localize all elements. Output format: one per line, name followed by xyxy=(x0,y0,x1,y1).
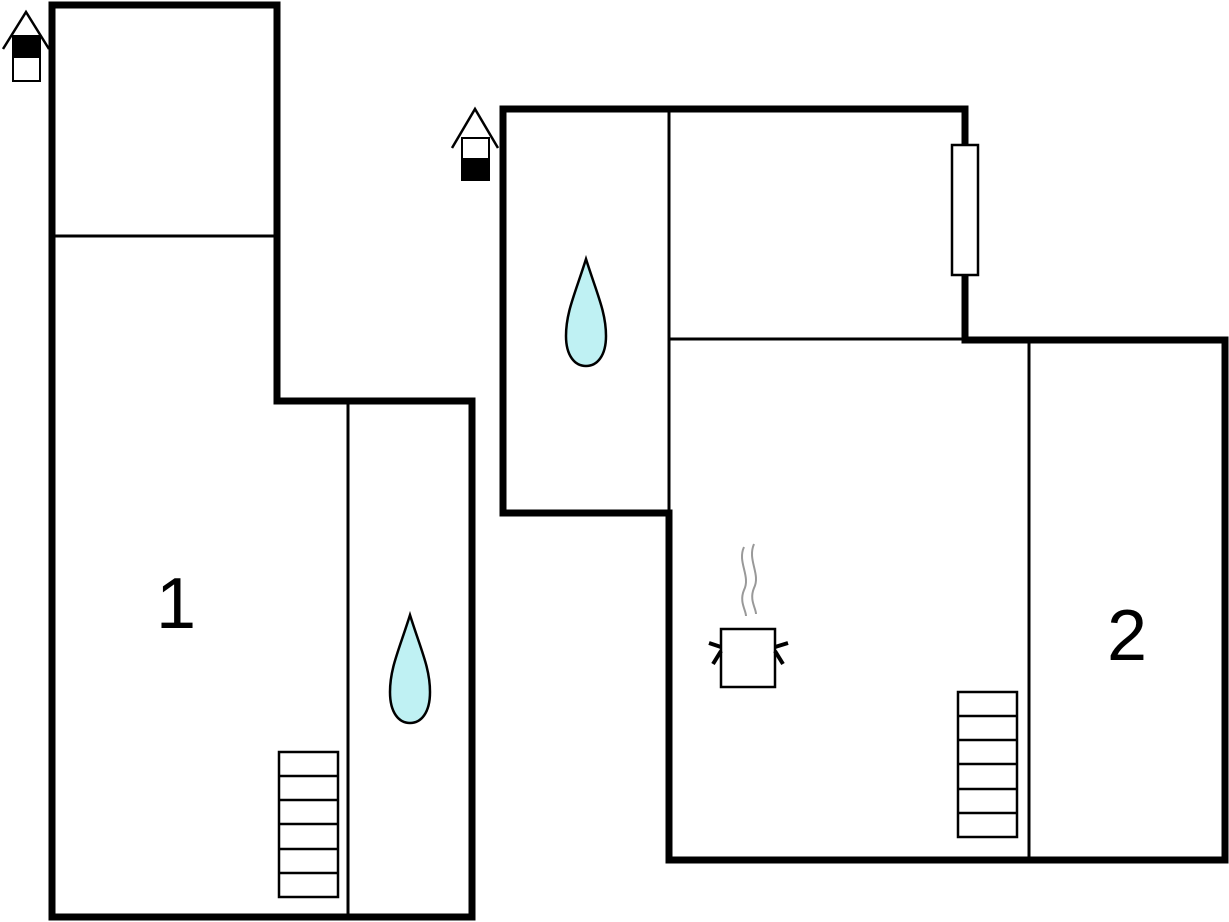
floor-2-outer-wall xyxy=(499,105,1229,864)
staircase-icon xyxy=(956,690,1019,839)
cooking-pot-icon xyxy=(708,543,789,689)
house-entrance-icon xyxy=(450,106,500,181)
water-drop-icon xyxy=(564,254,608,368)
window-icon xyxy=(950,143,980,277)
floor-1: 1 xyxy=(1,1,476,921)
floor-2: 2 xyxy=(450,105,1229,864)
floor-1-outer-wall xyxy=(48,1,476,921)
floor-1-label: 1 xyxy=(156,564,196,644)
house-entrance-icon xyxy=(1,9,51,82)
water-drop-icon xyxy=(388,610,432,725)
staircase-icon xyxy=(277,750,340,899)
floor-2-label: 2 xyxy=(1107,596,1147,676)
